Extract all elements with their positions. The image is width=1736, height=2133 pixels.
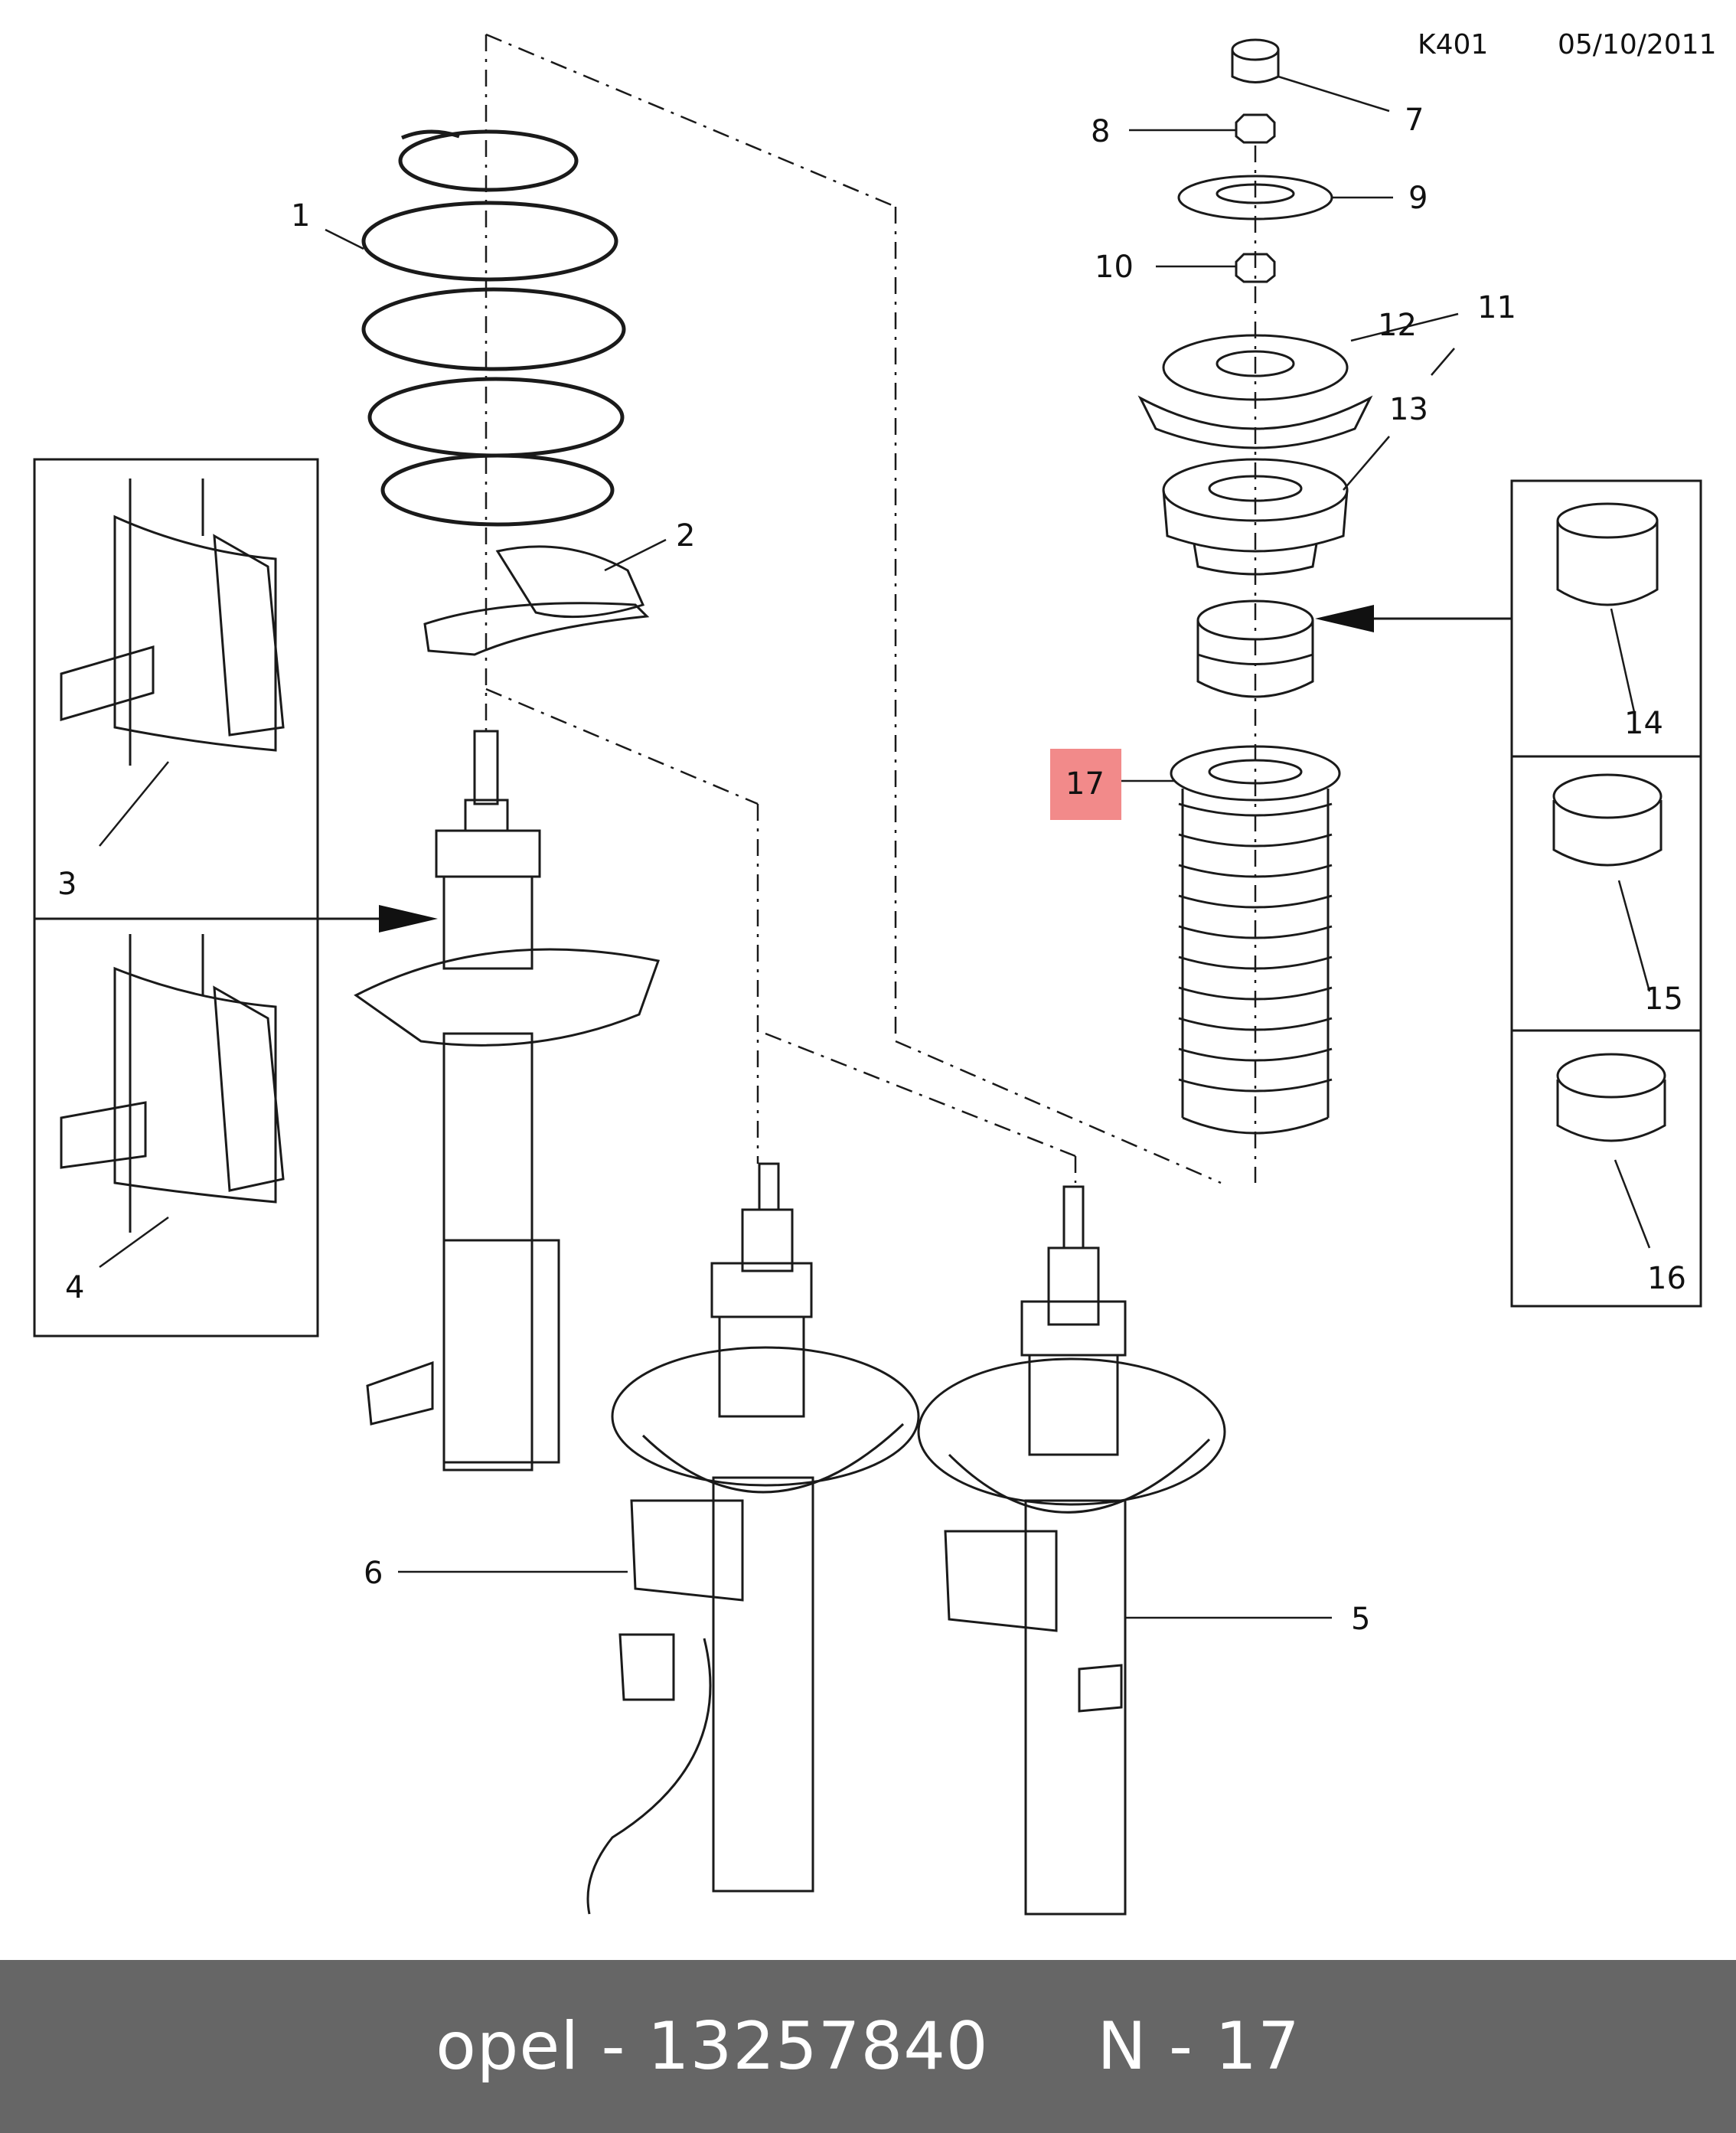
- callout-8: 8: [1091, 114, 1110, 149]
- part-17-dust-boot: [1170, 745, 1341, 1135]
- callout-15: 15: [1644, 982, 1683, 1017]
- callout-1: 1: [291, 198, 310, 234]
- diagram-date: 05/10/2011: [1558, 29, 1717, 60]
- pointer-arrow-head: [379, 905, 438, 933]
- footer-part-label: opel - 13257840 N - 17: [436, 2008, 1300, 2085]
- variant-box-left: [33, 458, 319, 1338]
- strut-6: [586, 1162, 920, 1915]
- part-7-cap: [1231, 38, 1280, 83]
- spring-seat: [423, 545, 650, 656]
- variant-box-right: [1510, 479, 1702, 1308]
- callout-3: 3: [57, 867, 77, 902]
- part-8-nut: [1235, 113, 1276, 144]
- footer-bar: opel - 13257840 N - 17: [0, 1960, 1736, 2133]
- callout-12: 12: [1378, 308, 1417, 343]
- callout-16: 16: [1647, 1261, 1686, 1296]
- callout-13: 13: [1389, 392, 1428, 427]
- coil-spring: [361, 129, 626, 527]
- assembly-guide-lines: [485, 33, 1257, 1184]
- callout-14: 14: [1624, 706, 1663, 741]
- part-10-nut: [1235, 253, 1276, 283]
- callout-4: 4: [65, 1270, 84, 1305]
- strut-assembly-main: [354, 730, 660, 1472]
- highlight-box-17: [1050, 749, 1121, 820]
- leader-lines: [99, 75, 1651, 1619]
- part-13-bearing: [1162, 458, 1349, 576]
- callout-10: 10: [1095, 250, 1134, 285]
- variant-arrow-head: [1315, 605, 1374, 632]
- bump-stop: [1196, 599, 1314, 698]
- callout-9: 9: [1408, 181, 1428, 216]
- callout-11: 11: [1477, 290, 1516, 325]
- callout-5: 5: [1351, 1602, 1370, 1637]
- diagram-code: K401: [1418, 29, 1488, 60]
- callout-2: 2: [676, 518, 695, 554]
- part-12-top-mount: [1137, 334, 1373, 449]
- callout-7: 7: [1405, 103, 1424, 138]
- strut-5: [917, 1185, 1226, 1916]
- callout-17: 17: [1065, 766, 1105, 802]
- callout-6: 6: [364, 1556, 383, 1591]
- exploded-parts-diagram: K401 05/10/2011 1 2 3 4 5 6 7 8 9 10 11 …: [33, 29, 1717, 1916]
